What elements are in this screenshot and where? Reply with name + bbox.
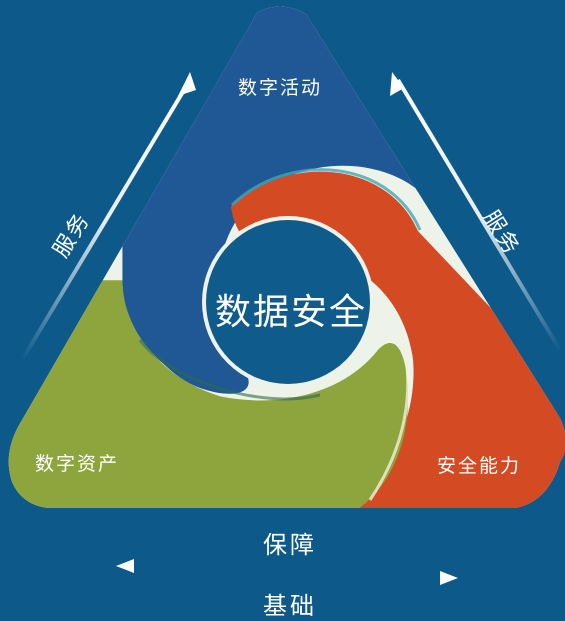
swirl-highlight-left — [138, 339, 321, 401]
segment-digital-assets — [8, 280, 409, 508]
guarantee-label: 保障 — [263, 531, 317, 559]
center-circle — [206, 220, 370, 384]
segment-label-security-capability: 安全能力 — [437, 455, 522, 477]
left-arrow — [20, 72, 196, 362]
bottom-arrow-left — [116, 559, 400, 573]
swirl-highlight-top — [230, 168, 422, 231]
segment-label-digital-assets: 数字资产 — [35, 453, 120, 475]
segment-label-digital-activity: 数字活动 — [238, 77, 323, 99]
center-label: 数据安全 — [215, 292, 368, 333]
bottom-arrow-right — [150, 571, 458, 585]
segment-security-capability — [230, 171, 565, 508]
swirl-highlight-right — [368, 329, 410, 501]
foundation-label: 基础 — [263, 592, 317, 620]
right-arrow — [390, 72, 562, 352]
